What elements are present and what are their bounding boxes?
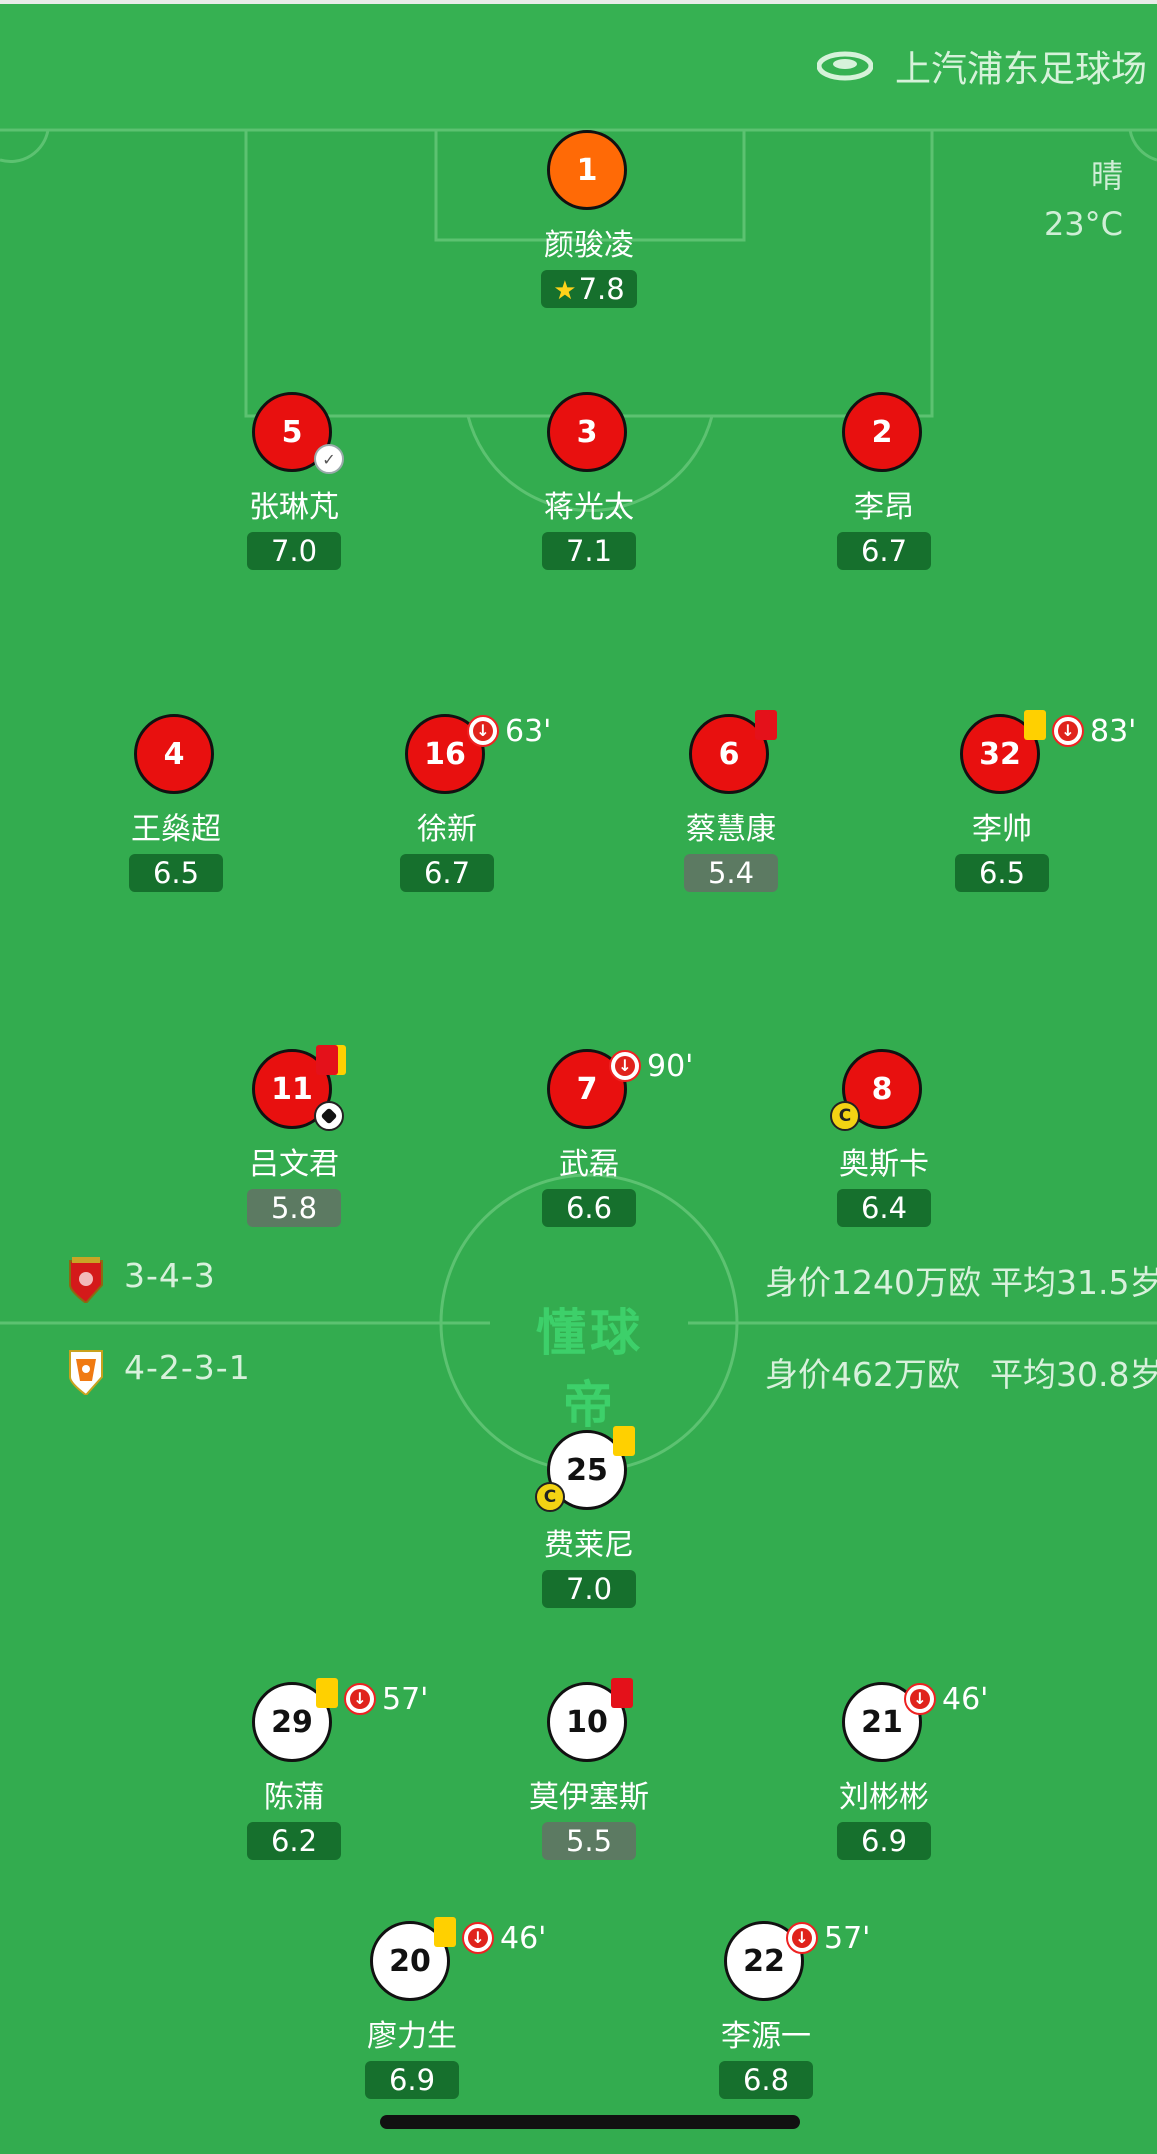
player-rating: 6.6 [542,1189,636,1227]
red-card-icon [316,1045,338,1075]
home-average-age: 平均31.5岁 [990,1263,1157,1302]
player-name: 李昂 [854,490,914,525]
player-rating: ★7.8 [541,270,637,308]
jersey-number: 2 [842,392,922,472]
player-name: 张琳芃 [249,490,339,525]
header-bar: 上汽浦东足球场 [0,4,1157,128]
jersey-number: 20 [370,1921,450,2001]
player-rating: 5.5 [542,1822,636,1860]
substitution: ↓ 63' [467,713,552,749]
goal-ball-icon [314,1101,344,1131]
jersey-number: 3 [547,392,627,472]
sub-out-icon: ↓ [609,1050,641,1082]
player-name: 武磊 [559,1147,619,1182]
substitution: ↓ 46' [462,1920,547,1956]
player-name: 费莱尼 [544,1528,634,1563]
away-market-value: 身价462万欧 [765,1355,960,1394]
substitution: ↓ 57' [344,1681,429,1717]
substitution: ↓ 46' [904,1681,989,1717]
weather-temperature: 23°C [1043,205,1123,243]
player-rating: 6.7 [400,854,494,892]
away-average-age: 平均30.8岁 [990,1355,1157,1394]
player-rating: 7.0 [542,1570,636,1608]
player-rating: 6.8 [719,2061,813,2099]
player-name: 徐新 [417,812,477,847]
home-crest-icon [69,1257,103,1303]
player-rating: 7.1 [542,532,636,570]
away-team-info: 4-2-3-1 身价462万欧 平均30.8岁 [0,1342,1157,1402]
substitution: ↓ 83' [1052,713,1137,749]
home-team-info: 3-4-3 身价1240万欧 平均31.5岁 [0,1250,1157,1310]
sub-out-icon: ↓ [462,1922,494,1954]
sub-out-icon: ↓ [1052,715,1084,747]
sub-minute: 63' [505,713,552,749]
stadium-name: 上汽浦东足球场 [894,49,1147,90]
player-rating: 6.9 [365,2061,459,2099]
home-indicator[interactable] [380,2115,800,2129]
jersey-number: 1 [547,130,627,210]
player-rating: 6.5 [955,854,1049,892]
player-rating: 6.5 [129,854,223,892]
home-market-value: 身价1240万欧 [765,1263,981,1302]
sub-minute: 57' [824,1920,871,1956]
player-rating: 6.2 [247,1822,341,1860]
player-name: 蒋光太 [544,490,634,525]
sub-out-icon: ↓ [467,715,499,747]
boot-icon: ✓ [314,444,344,474]
player-rating: 5.8 [247,1189,341,1227]
weather-info: 晴 23°C [1044,152,1123,248]
away-formation: 4-2-3-1 [124,1348,251,1387]
player-name: 廖力生 [367,2019,457,2054]
sub-out-icon: ↓ [786,1922,818,1954]
red-card-icon [611,1678,633,1708]
substitution: ↓ 57' [786,1920,871,1956]
player-name: 李源一 [721,2019,811,2054]
player-name: 王燊超 [131,812,221,847]
player-name: 莫伊塞斯 [529,1780,649,1815]
captain-badge: C [535,1482,565,1512]
sub-out-icon: ↓ [344,1683,376,1715]
star-icon: ★ [553,276,577,306]
jersey-number: 6 [689,714,769,794]
player-name: 陈蒲 [264,1780,324,1815]
player-name: 李帅 [972,812,1032,847]
yellow-card-icon [613,1426,635,1456]
top-divider [0,0,1157,4]
stadium-icon [816,51,873,81]
player-rating: 6.4 [837,1189,931,1227]
captain-badge: C [830,1101,860,1131]
sub-out-icon: ↓ [904,1683,936,1715]
home-formation: 3-4-3 [124,1256,216,1295]
player-name: 奥斯卡 [839,1147,929,1182]
yellow-card-icon [1024,710,1046,740]
yellow-card-icon [434,1917,456,1947]
red-card-icon [755,710,777,740]
player-rating: 6.7 [837,532,931,570]
stadium-info: 上汽浦东足球场 [816,40,1147,92]
sub-minute: 46' [942,1681,989,1717]
weather-condition: 晴 [1090,157,1123,195]
jersey-number: 4 [134,714,214,794]
player-name: 颜骏凌 [544,228,634,263]
player-rating: 5.4 [684,854,778,892]
sub-minute: 90' [647,1048,694,1084]
yellow-card-icon [316,1678,338,1708]
watermark-logo: 懂球帝 [536,1304,644,1434]
player-rating: 6.9 [837,1822,931,1860]
rating-value: 7.8 [578,272,625,306]
jersey-number: 7 [547,1049,627,1129]
player-name: 刘彬彬 [839,1780,929,1815]
player-name: 吕文君 [249,1147,339,1182]
player-rating: 7.0 [247,532,341,570]
substitution: ↓ 90' [609,1048,694,1084]
sub-minute: 83' [1090,713,1137,749]
player-name: 蔡慧康 [686,812,776,847]
sub-minute: 46' [500,1920,547,1956]
sub-minute: 57' [382,1681,429,1717]
away-crest-icon [69,1350,103,1395]
